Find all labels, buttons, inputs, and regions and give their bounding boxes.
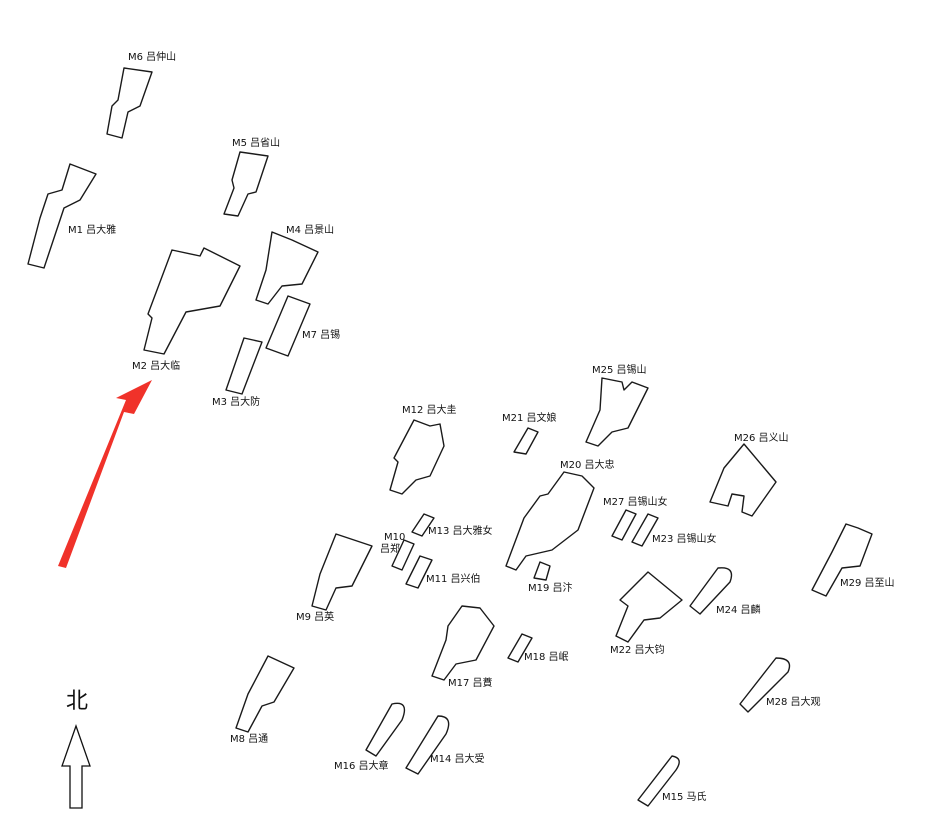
tomb-m25-outline[interactable] xyxy=(585,377,649,447)
tomb-m21-outline[interactable] xyxy=(513,427,539,455)
tomb-m12[interactable]: M12 吕大圭 xyxy=(389,403,457,495)
tomb-m4-outline[interactable] xyxy=(255,231,319,305)
tomb-m1-outline[interactable] xyxy=(27,163,97,269)
tomb-m29-label: M29 吕至山 xyxy=(840,577,895,589)
tomb-m1-label: M1 吕大雅 xyxy=(68,223,116,236)
tomb-m15-outline[interactable] xyxy=(637,755,680,807)
tomb-m26[interactable]: M26 吕义山 xyxy=(709,432,789,517)
tomb-m13-outline[interactable] xyxy=(411,513,435,537)
tomb-m4[interactable]: M4 吕景山 xyxy=(255,224,334,305)
tomb-m7-label: M7 吕锡 xyxy=(302,328,340,341)
tomb-m18-label: M18 吕岷 xyxy=(524,651,569,663)
tomb-m29[interactable]: M29 吕至山 xyxy=(811,523,895,597)
tomb-m27-outline[interactable] xyxy=(611,509,637,541)
tomb-m24-label: M24 吕麟 xyxy=(716,603,761,616)
tomb-m25-label: M25 吕锡山 xyxy=(592,363,647,376)
tomb-m9-outline[interactable] xyxy=(311,533,373,611)
tomb-m12-label: M12 吕大圭 xyxy=(402,403,457,416)
tomb-m1[interactable]: M1 吕大雅 xyxy=(27,163,116,269)
tomb-m20[interactable]: M20 吕大忠 xyxy=(505,458,615,571)
tomb-m8[interactable]: M8 吕通 xyxy=(230,655,295,745)
north-arrow-icon xyxy=(61,724,91,809)
tomb-m3-outline[interactable] xyxy=(225,337,263,395)
tomb-m13-label: M13 吕大雅女 xyxy=(428,524,493,537)
tomb-m12-outline[interactable] xyxy=(389,419,445,495)
tomb-m9[interactable]: M9 吕英 xyxy=(296,533,373,623)
tomb-m23-label: M23 吕锡山女 xyxy=(652,532,717,545)
tomb-m15[interactable]: M15 马氏 xyxy=(637,755,707,807)
tomb-m11-outline[interactable] xyxy=(405,555,433,589)
tomb-m10[interactable]: M10 吕郑 xyxy=(380,532,415,571)
tomb-m25[interactable]: M25 吕锡山 xyxy=(585,363,649,447)
tomb-m23-outline[interactable] xyxy=(631,513,659,547)
tomb-m18-outline[interactable] xyxy=(507,633,533,663)
tomb-m14-outline[interactable] xyxy=(405,715,450,775)
tomb-m3[interactable]: M3 吕大防 xyxy=(212,337,263,408)
tomb-m17[interactable]: M17 吕蕡 xyxy=(431,605,495,689)
tomb-m22[interactable]: M22 吕大钧 xyxy=(610,571,683,656)
tomb-m6-label: M6 吕仲山 xyxy=(128,50,176,63)
tomb-m17-outline[interactable] xyxy=(431,605,495,681)
tomb-m10-label-line2: 吕郑 xyxy=(380,542,400,555)
tomb-m19-outline[interactable] xyxy=(533,561,551,581)
tomb-m6-outline[interactable] xyxy=(106,67,153,139)
tomb-m3-label: M3 吕大防 xyxy=(212,395,260,408)
tomb-m8-outline[interactable] xyxy=(235,655,295,733)
highlight-arrow-shape xyxy=(58,380,152,568)
tomb-m29-outline[interactable] xyxy=(811,523,873,597)
tomb-m14[interactable]: M14 吕大受 xyxy=(405,715,485,775)
tomb-m28[interactable]: M28 吕大观 xyxy=(739,657,821,713)
tomb-m10-label-line1: M10 xyxy=(384,532,405,543)
tomb-m5-outline[interactable] xyxy=(223,151,269,217)
tomb-m28-label: M28 吕大观 xyxy=(766,695,821,708)
tomb-m11[interactable]: M11 吕兴伯 xyxy=(405,555,481,589)
tomb-m24-outline[interactable] xyxy=(689,567,733,615)
highlight-arrow xyxy=(58,380,152,568)
tomb-m17-label: M17 吕蕡 xyxy=(448,676,493,689)
tomb-m21[interactable]: M21 吕文娘 xyxy=(502,411,557,455)
tomb-m2[interactable]: M2 吕大临 xyxy=(132,247,241,372)
tomb-m13[interactable]: M13 吕大雅女 xyxy=(411,513,493,537)
tomb-m2-label: M2 吕大临 xyxy=(132,359,180,372)
tomb-m14-label: M14 吕大受 xyxy=(430,752,485,765)
tomb-m11-label: M11 吕兴伯 xyxy=(426,572,481,585)
tomb-m5[interactable]: M5 吕省山 xyxy=(223,136,280,217)
tomb-m20-outline[interactable] xyxy=(505,471,595,571)
tomb-m28-outline[interactable] xyxy=(739,657,791,713)
tomb-m21-label: M21 吕文娘 xyxy=(502,411,557,424)
tomb-m24[interactable]: M24 吕麟 xyxy=(689,567,761,616)
tomb-m9-label: M9 吕英 xyxy=(296,610,334,623)
tomb-m7[interactable]: M7 吕锡 xyxy=(265,295,340,357)
tomb-m20-label: M20 吕大忠 xyxy=(560,458,615,471)
tomb-m16-outline[interactable] xyxy=(365,702,406,757)
tomb-m8-label: M8 吕通 xyxy=(230,733,268,745)
tomb-m6[interactable]: M6 吕仲山 xyxy=(106,50,176,139)
tomb-m27-label: M27 吕锡山女 xyxy=(603,495,668,508)
tomb-m22-label: M22 吕大钧 xyxy=(610,643,665,656)
tomb-m16[interactable]: M16 吕大章 xyxy=(334,702,406,772)
tomb-m16-label: M16 吕大章 xyxy=(334,759,389,772)
north-label: 北 xyxy=(66,689,88,714)
tomb-m4-label: M4 吕景山 xyxy=(286,224,334,236)
tomb-m15-label: M15 马氏 xyxy=(662,791,707,803)
tomb-m2-outline[interactable] xyxy=(143,247,241,355)
tomb-m26-outline[interactable] xyxy=(709,443,777,517)
tomb-m10-outline[interactable] xyxy=(391,539,415,571)
tomb-m19-label: M19 吕汴 xyxy=(528,581,573,594)
tomb-m26-label: M26 吕义山 xyxy=(734,432,789,444)
tomb-m18[interactable]: M18 吕岷 xyxy=(507,633,569,663)
tomb-m23[interactable]: M23 吕锡山女 xyxy=(631,513,717,547)
tomb-m27[interactable]: M27 吕锡山女 xyxy=(603,495,668,541)
tomb-m7-outline[interactable] xyxy=(265,295,311,357)
tomb-m5-label: M5 吕省山 xyxy=(232,136,280,149)
tomb-m22-outline[interactable] xyxy=(615,571,683,643)
tomb-m19[interactable]: M19 吕汴 xyxy=(528,561,573,594)
north-arrow: 北 xyxy=(61,689,91,809)
